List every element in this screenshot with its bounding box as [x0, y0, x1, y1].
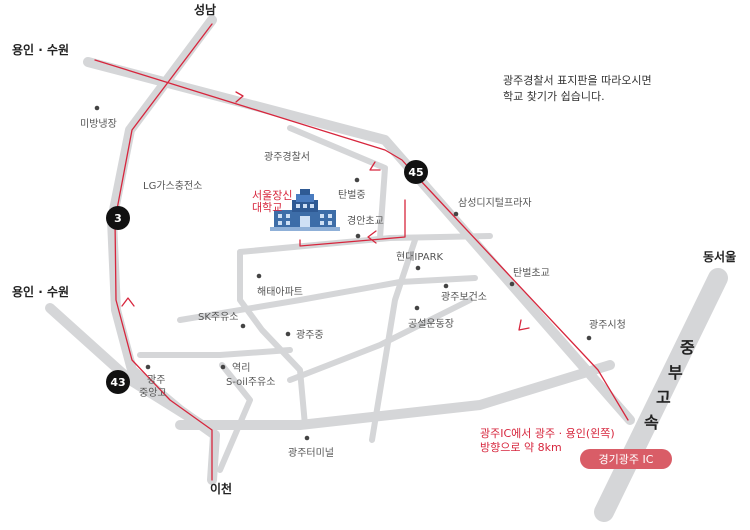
hw-char-4: 속: [644, 413, 659, 432]
landmark-health-center: 광주보건소: [441, 291, 487, 303]
route-badge-43: 43: [106, 370, 130, 394]
landmark-tanbeol-elem: 탄벌초교: [513, 267, 550, 279]
landmark-cityhall: 광주시청: [589, 319, 626, 331]
landmark-sk-station: SK주유소: [198, 311, 239, 323]
landmark-police: 광주경찰서: [264, 150, 310, 163]
jungbu-expressway: [594, 268, 728, 522]
landmark-terminal: 광주터미널: [288, 447, 334, 459]
landmark-hyundai: 현대IPARK: [396, 251, 444, 263]
school-building-icon: [270, 189, 340, 231]
notice-line1: 광주경찰서 표지판을 따라오시면: [503, 74, 652, 87]
ic-label: 경기광주 IC: [599, 453, 654, 466]
ic-badge: 경기광주 IC: [580, 449, 672, 469]
landmark-stadium: 공설운동장: [408, 318, 454, 330]
street-sk: [137, 347, 293, 358]
city-yongin-suwon-mid: 용인 · 수원: [12, 284, 69, 299]
school-name-line1: 서울장신: [252, 189, 292, 202]
city-yongin-suwon-top: 용인 · 수원: [12, 42, 69, 57]
hw-char-2: 부: [668, 363, 683, 382]
landmark-mibang: 미방냉장: [80, 118, 117, 130]
hw-char-3: 고: [656, 388, 671, 407]
street-school: [237, 233, 493, 255]
route-43-road: [45, 303, 215, 435]
landmark-gwangju-high-1: 광주: [147, 374, 165, 386]
route-note-line1: 광주IC에서 광주 · 용인(왼쪽): [480, 426, 615, 440]
jungbu-expressway-label: 중 부 고 속: [644, 338, 695, 432]
street-west-vertical: [237, 249, 308, 428]
landmark-gwangju-middle: 광주중: [296, 329, 324, 341]
landmarks: 미방냉장 LG가스충전소 광주경찰서 탄벌중 경안초교 삼성디지털프라자 현대I…: [80, 105, 626, 459]
landmark-haetae: 해태아파트: [257, 285, 303, 298]
route-badge-3: 3: [106, 206, 130, 230]
route-note-line2: 방향으로 약 8km: [480, 440, 562, 454]
street-center-vertical: [369, 237, 418, 443]
landmark-station: 역리: [232, 362, 250, 374]
street-haetae: [177, 275, 478, 323]
landmark-soil: S-oil주유소: [226, 376, 275, 388]
road-network: [45, 15, 728, 522]
landmark-tanbeol-middle: 탄벌중: [338, 189, 366, 201]
landmark-samsung: 삼성디지털프라자: [458, 197, 532, 209]
street-east: [287, 297, 473, 383]
landmark-gwangju-high-2: 중앙고: [139, 387, 167, 399]
street-station: [217, 362, 253, 473]
city-icheon: 이천: [210, 481, 232, 496]
route-badge-45: 45: [404, 160, 428, 184]
street-police: [287, 125, 388, 241]
city-dong-seoul: 동서울: [703, 249, 736, 264]
svg-text:45: 45: [408, 166, 423, 179]
city-seongnam: 성남: [194, 2, 216, 17]
notice-line2: 학교 찾기가 쉽습니다.: [503, 90, 605, 103]
hw-char-1: 중: [680, 338, 695, 357]
school-name-line2: 대학교: [252, 201, 282, 214]
landmark-gyeongan-elem: 경안초교: [347, 214, 384, 227]
svg-text:3: 3: [114, 212, 122, 225]
landmark-lg-gas: LG가스충전소: [143, 180, 202, 192]
svg-text:43: 43: [110, 376, 125, 389]
